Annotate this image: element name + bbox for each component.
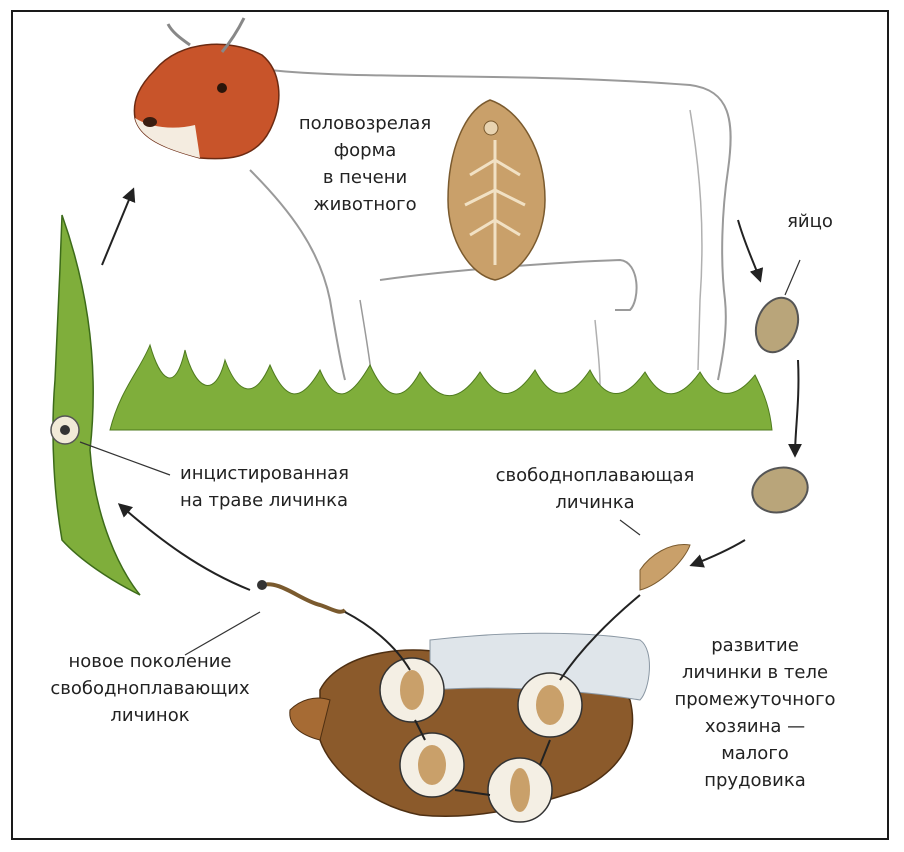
mature-fluke-drawing bbox=[448, 100, 545, 280]
egg-icon bbox=[749, 292, 806, 358]
new-larvae-icon bbox=[262, 584, 345, 612]
label-egg: яйцо bbox=[770, 208, 850, 235]
label-new-generation: новое поколение свободноплавающих личино… bbox=[30, 648, 270, 729]
label-encysted-larva: инцистированная на траве личинка bbox=[180, 460, 420, 514]
egg-hatching-icon bbox=[747, 462, 812, 519]
grass-drawing bbox=[110, 345, 772, 430]
label-free-swimming-larva: свободноплавающая личинка bbox=[455, 462, 735, 516]
label-mature-form: половозрелая форма в печени животного bbox=[285, 110, 445, 218]
snail-drawing bbox=[290, 633, 650, 822]
free-swimming-larva-icon bbox=[640, 545, 690, 590]
label-development: развитие личинки в теле промежуточного х… bbox=[650, 632, 860, 794]
leader-lines bbox=[80, 260, 800, 655]
